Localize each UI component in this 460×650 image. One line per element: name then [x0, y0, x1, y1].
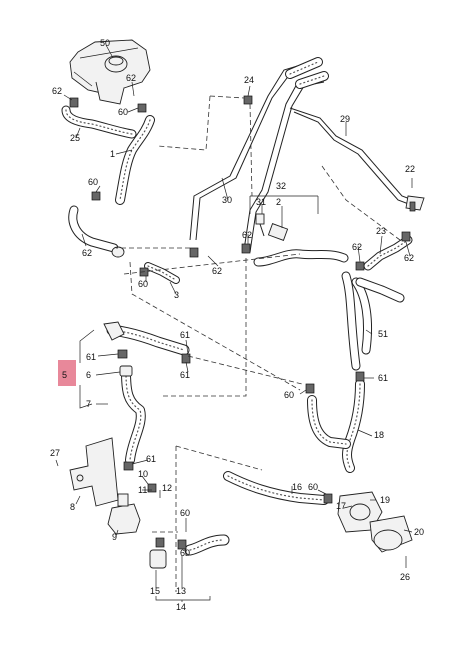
- callout-60: 60: [180, 508, 190, 518]
- callout-24: 29: [340, 114, 350, 124]
- callout-51: 51: [378, 329, 388, 339]
- callout-60: 60: [118, 107, 128, 117]
- callout-17: 17: [336, 501, 346, 511]
- callout-29: 22: [405, 164, 415, 174]
- callout-8: 8: [70, 502, 75, 512]
- hose-23: [363, 235, 413, 271]
- callout-62: 62: [212, 266, 222, 276]
- callout-62: 62: [126, 73, 136, 83]
- hose-25: [61, 105, 137, 139]
- callout-26: 26: [400, 572, 410, 582]
- assembly-dashed-lines: [116, 95, 401, 592]
- callout-60: 60: [138, 279, 148, 289]
- bracket-8: [69, 437, 119, 507]
- valve-9: [107, 493, 141, 535]
- callout-leaders: [55, 44, 413, 602]
- callout-62: 62: [404, 253, 414, 263]
- callout-61: 61: [378, 373, 388, 383]
- callout-22: 30: [222, 195, 232, 205]
- hose-3: [144, 262, 180, 284]
- pipe-bundle-22: [189, 57, 329, 253]
- hose-14: [149, 534, 230, 569]
- callout-61: 61: [180, 330, 190, 340]
- callout-13: 13: [176, 586, 186, 596]
- callout-60: 60: [88, 177, 98, 187]
- expansion-tank-part: [69, 39, 151, 105]
- callout-31: 2: [276, 197, 281, 207]
- hose-18: [307, 379, 365, 473]
- callout-10: 10: [138, 469, 148, 479]
- callout-27: 27: [50, 448, 60, 458]
- callout-23: 23: [376, 226, 386, 236]
- callout-25: 25: [70, 133, 80, 143]
- callout-62: 62: [352, 242, 362, 252]
- callout-2: 62: [82, 248, 92, 258]
- callout-20: 20: [414, 527, 424, 537]
- callout-62: 62: [242, 230, 252, 240]
- callout-60: 60: [284, 390, 294, 400]
- coolant-pump-part: [337, 491, 413, 553]
- callout-7: 7: [86, 399, 91, 409]
- callout-16: 16: [292, 482, 302, 492]
- callout-1: 1: [110, 149, 115, 159]
- callout-9: 9: [112, 532, 117, 542]
- pipe-2: [68, 205, 125, 258]
- hose-clamps: [69, 95, 416, 550]
- highlight-marker: [58, 360, 76, 386]
- callout-5: 5: [62, 370, 67, 380]
- callout-60: 60: [180, 548, 190, 558]
- hose-16: [223, 471, 329, 505]
- callout-19: 19: [380, 495, 390, 505]
- callout-30: 32: [276, 181, 286, 191]
- callout-50: 50: [100, 38, 110, 48]
- callout-32: 31: [256, 197, 266, 207]
- callout-labels: 50 62 62 60 25 1 60 24 29 22 30 32 31 2 …: [50, 38, 424, 612]
- callout-14: 14: [176, 602, 186, 612]
- callout-18: 18: [374, 430, 384, 440]
- callout-6: 6: [86, 370, 91, 380]
- callout-61: 61: [86, 352, 96, 362]
- callout-12: 12: [162, 483, 172, 493]
- pipe-51: [341, 271, 405, 371]
- callout-3: 3: [174, 290, 179, 300]
- pipe-24: [289, 107, 425, 211]
- callout-61: 61: [146, 454, 156, 464]
- callout-62: 62: [52, 86, 62, 96]
- callout-62: 24: [244, 75, 254, 85]
- hose-group-5: [103, 321, 190, 465]
- callout-15: 15: [150, 586, 160, 596]
- callout-11: 11: [138, 485, 147, 495]
- callout-60: 60: [308, 482, 318, 492]
- callout-61: 61: [180, 370, 190, 380]
